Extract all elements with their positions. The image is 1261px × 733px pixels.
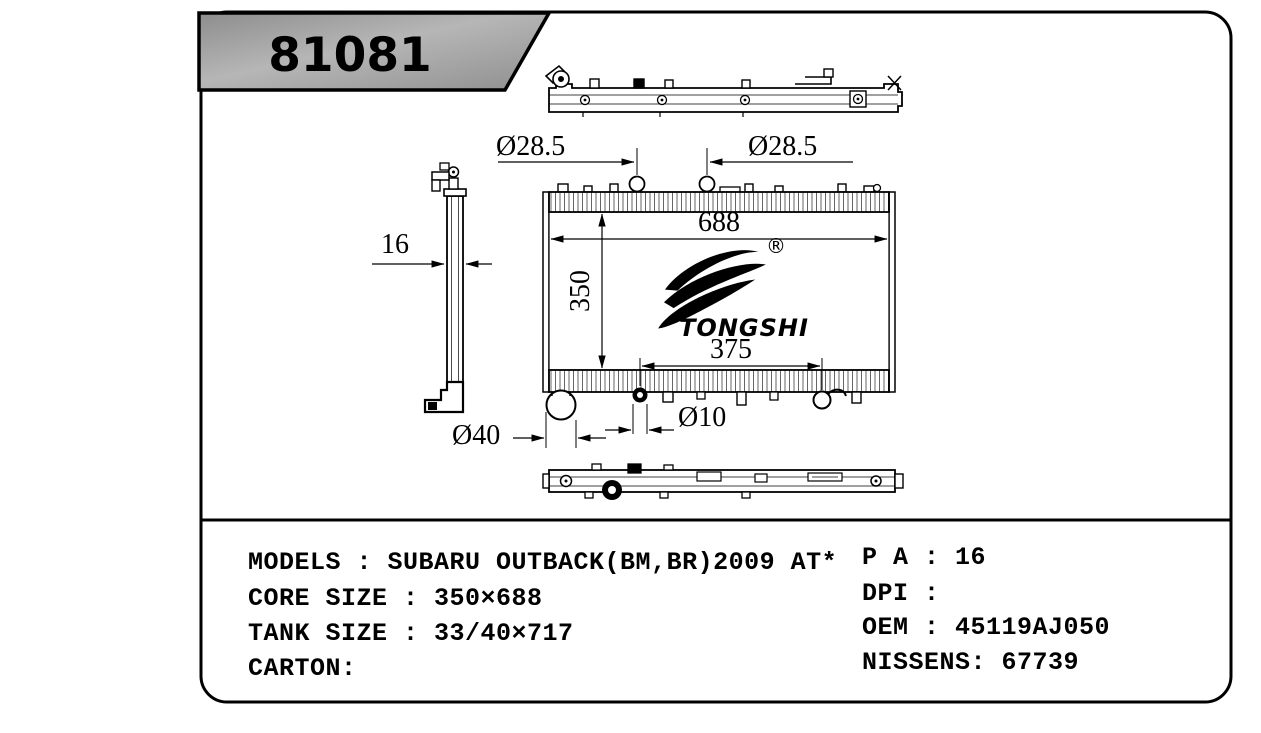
spec-nissens: NISSENS: 67739 <box>862 648 1080 677</box>
spec-core-size: CORE SIZE : 350×688 <box>248 584 543 613</box>
dim-pipe-left: Ø28.5 <box>496 131 565 162</box>
spec-tank-size: TANK SIZE : 33/40×717 <box>248 619 574 648</box>
spec-models: MODELS : SUBARU OUTBACK(BM,BR)2009 AT* <box>248 548 838 577</box>
logo-swirl-icon <box>658 250 766 329</box>
top-tank-strip <box>548 191 890 213</box>
dim-side-thickness: 16 <box>381 229 409 260</box>
dim-drain: Ø10 <box>678 402 726 433</box>
dim-core-height: 350 <box>565 270 596 312</box>
pipe-right-circle <box>698 175 716 193</box>
dimension-labels: Ø28.5 Ø28.5 688 350 375 16 Ø40 Ø10 <box>381 131 817 451</box>
bottom-tank-bottom-view <box>542 463 904 500</box>
side-view <box>423 162 467 414</box>
dim-core-width: 688 <box>698 207 740 238</box>
pipe-left-circle <box>628 175 646 193</box>
dim-inlet: Ø40 <box>452 420 500 451</box>
part-number-tag: 81081 <box>197 11 553 92</box>
top-tank-top-view <box>544 64 903 117</box>
spec-dpi: DPI : <box>862 579 940 608</box>
dimension-lines <box>372 148 888 448</box>
part-number: 81081 <box>268 28 432 83</box>
logo-text: TONGSHI <box>679 314 809 342</box>
spec-pa: P A : 16 <box>862 543 987 572</box>
spec-carton: CARTON: <box>248 654 357 683</box>
spec-oem: OEM : 45119AJ050 <box>862 613 1111 642</box>
inlet-circle <box>545 389 577 421</box>
bottom-tank-strip <box>548 369 890 393</box>
registered-mark: ® <box>766 234 786 258</box>
dim-pipe-right: Ø28.5 <box>748 131 817 162</box>
tongshi-logo: ® TONGSHI <box>658 234 809 342</box>
dim-bottom-span: 375 <box>710 334 752 365</box>
